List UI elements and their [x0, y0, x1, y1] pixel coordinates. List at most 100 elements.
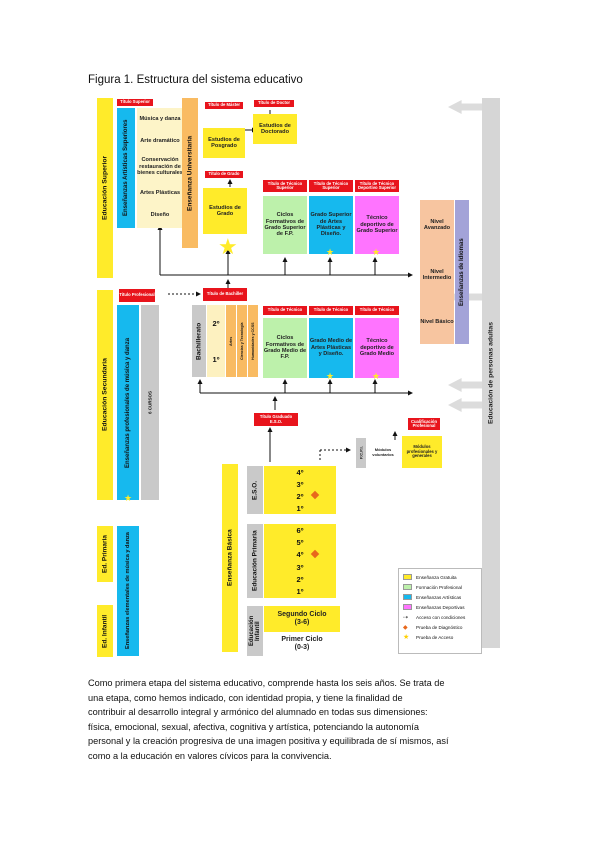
- doctorado: Estudios de Doctorado: [253, 114, 297, 144]
- star-icon: ★: [372, 371, 381, 381]
- seis-cursos: 6 CURSOS: [141, 305, 159, 500]
- arte-conservacion: Conservación restauración de bienes cult…: [137, 157, 183, 177]
- rama-ciencias: Ciencias y Tecnología: [237, 305, 247, 377]
- star-icon: ★: [372, 247, 381, 257]
- level-primaria: Ed. Primaria: [97, 526, 113, 582]
- level-secundaria: Educación Secundaria: [97, 290, 113, 500]
- eso-course: 1º: [296, 503, 304, 513]
- legend-item: Formación Profesional: [403, 582, 477, 592]
- paragraph-line: personal y la creación progresiva de una…: [88, 736, 449, 747]
- legend-item: ⇢ Acceso con condiciones: [403, 612, 477, 622]
- prueba-acceso-star: ★: [218, 234, 238, 259]
- grado-sup-artes: Grado Superior de Artes Plásticas y Dise…: [309, 196, 353, 254]
- legend-swatch: [403, 604, 412, 610]
- primaria-course: 3º: [296, 562, 304, 572]
- level-superior: Educación Superior: [97, 98, 113, 278]
- arte-musica: Música y danza: [139, 115, 181, 122]
- modulos-voluntarios: Módulos voluntarios: [372, 447, 394, 457]
- primaria-course: 6º: [296, 525, 304, 535]
- tag-doctor: Título de Doctor: [254, 100, 294, 107]
- star-icon: ★: [326, 247, 335, 257]
- star-icon: ★: [403, 634, 410, 641]
- legend-item: Enseñanzas Deportivas: [403, 602, 477, 612]
- ciclos-medio: Ciclos Formativos de Grado Medio de F.P.: [263, 318, 307, 378]
- bach-curso-1: 1º: [212, 354, 220, 364]
- legend: Enseñanza Gratuita Formación Profesional…: [398, 568, 482, 654]
- adultas-arrow: [448, 100, 482, 114]
- primaria-course: 5º: [296, 537, 304, 547]
- legend-swatch: [403, 594, 412, 600]
- paragraph-line: una etapa, como hemos indicado, con iden…: [88, 692, 403, 703]
- legend-swatch: [403, 584, 412, 590]
- legend-label: Enseñanzas Artísticas: [416, 594, 462, 600]
- tag-tecnico: Título de Técnico: [263, 306, 307, 315]
- posgrado: Estudios de Posgrado: [203, 128, 245, 158]
- legend-label: Enseñanza Gratuita: [416, 574, 457, 580]
- adultas-label: Educación de personas adultas: [487, 322, 495, 424]
- tag-tecnico-superior: Título de Técnico Superior: [263, 180, 307, 192]
- figure-caption: Figura 1. Estructura del sistema educati…: [88, 74, 303, 86]
- legend-label: Formación Profesional: [416, 584, 462, 590]
- primer-ciclo-rango: (0-3): [294, 644, 310, 651]
- adultas-bar: [482, 98, 500, 648]
- eso-label: E.S.O.: [247, 466, 263, 514]
- modulos-profesionales: Módulos profesionales y generales: [402, 436, 442, 468]
- ens-elementales: Enseñanzas elementales de música y danza: [117, 526, 139, 656]
- nivel-intermedio: Nivel Intermedio: [422, 268, 452, 282]
- adultas-arrow: [448, 398, 482, 412]
- arte-dramatico: Arte dramático: [140, 137, 180, 144]
- tag-tecnico-artes: Título de Técnico: [309, 306, 353, 315]
- paragraph-line: contribuir al desarrollo integral y armó…: [88, 707, 428, 718]
- level-idiomas: Enseñanzas de Idiomas: [455, 200, 469, 344]
- primaria-label: Educación Primaria: [247, 524, 263, 598]
- idiomas-levels: Nivel Avanzado Nivel Intermedio Nivel Bá…: [420, 200, 454, 344]
- tag-cualificacion: Cualificación Profesional: [408, 418, 440, 430]
- primaria-course: 2º: [296, 574, 304, 584]
- artes-list: Música y danza Arte dramático Conservaci…: [137, 108, 183, 228]
- segundo-ciclo: Segundo Ciclo (3-6): [264, 606, 340, 632]
- dashed-arrow-icon: ⇢: [403, 614, 409, 621]
- level-infantil: Ed. Infantil: [97, 605, 113, 657]
- legend-swatch: [403, 574, 412, 580]
- tag-grado: Título de Grado: [205, 171, 243, 178]
- artisticas-superiores: Enseñanzas Artísticas Superiores: [117, 108, 135, 228]
- legend-item: Enseñanzas Artísticas: [403, 592, 477, 602]
- pcpi-label: P.C.P.I.: [356, 438, 366, 468]
- level-universitaria: Enseñanza Universitaria: [182, 98, 198, 248]
- rama-humanidades: Humanidades y CCSS: [248, 305, 258, 377]
- tag-titulo-profesional: Título Profesional: [119, 289, 155, 302]
- primer-ciclo: Primer Ciclo (0-3): [264, 632, 340, 656]
- bachillerato-label: Bachillerato: [192, 305, 206, 377]
- star-icon: ★: [124, 493, 133, 503]
- grado-medio-artes: Grado Medio de Artes Plásticas y Diseño.: [309, 318, 353, 378]
- tag-titulo-bachiller: Título de Bachiller: [203, 288, 247, 301]
- legend-item: Enseñanza Gratuita: [403, 572, 477, 582]
- primaria-course: 4º: [296, 550, 304, 560]
- ens-profesionales: Enseñanzas profesionales de música y dan…: [117, 305, 139, 500]
- legend-label: Prueba de Acceso: [416, 634, 454, 640]
- tag-master: Título de Máster: [205, 102, 243, 109]
- estudios-grado: Estudios de Grado: [203, 188, 247, 234]
- arte-diseno: Diseño: [150, 211, 170, 218]
- level-basica: Enseñanza Básica: [222, 464, 238, 652]
- tag-tecnico-sup-artes: Título de Técnico Superior: [309, 180, 353, 192]
- paragraph-line: Como primera etapa del sistema educativo…: [88, 678, 445, 688]
- eso-course: 4º: [296, 467, 304, 477]
- infantil-label: Educación Infantil: [247, 606, 263, 656]
- eso-course: 2º: [296, 491, 304, 501]
- legend-label: Acceso con condiciones: [416, 614, 466, 620]
- ciclos-superior: Ciclos Formativos de Grado Superior de F…: [263, 196, 307, 254]
- paragraph-line: como a la educación en valores cívicos p…: [88, 750, 332, 761]
- nivel-basico: Nivel Básico: [420, 318, 454, 325]
- tag-tecnico-dep: Título de Técnico: [355, 306, 399, 315]
- tecnico-dep-superior: Técnico deportivo de Grado Superior: [355, 196, 399, 254]
- bach-curso-2: 2º: [212, 318, 220, 328]
- segundo-ciclo-rango: (3-6): [294, 619, 310, 626]
- arte-plasticas: Artes Plásticas: [139, 189, 181, 196]
- segundo-ciclo-label: Segundo Ciclo: [277, 610, 327, 618]
- tecnico-dep-medio: Técnico deportivo de Grado Medio: [355, 318, 399, 378]
- tag-tecnico-dep-sup: Título de Técnico Deportivo Superior: [355, 180, 399, 192]
- legend-label: Enseñanzas Deportivas: [416, 604, 465, 610]
- legend-label: Prueba de Diagnóstico: [416, 624, 463, 630]
- diamond-icon: ◆: [403, 624, 408, 631]
